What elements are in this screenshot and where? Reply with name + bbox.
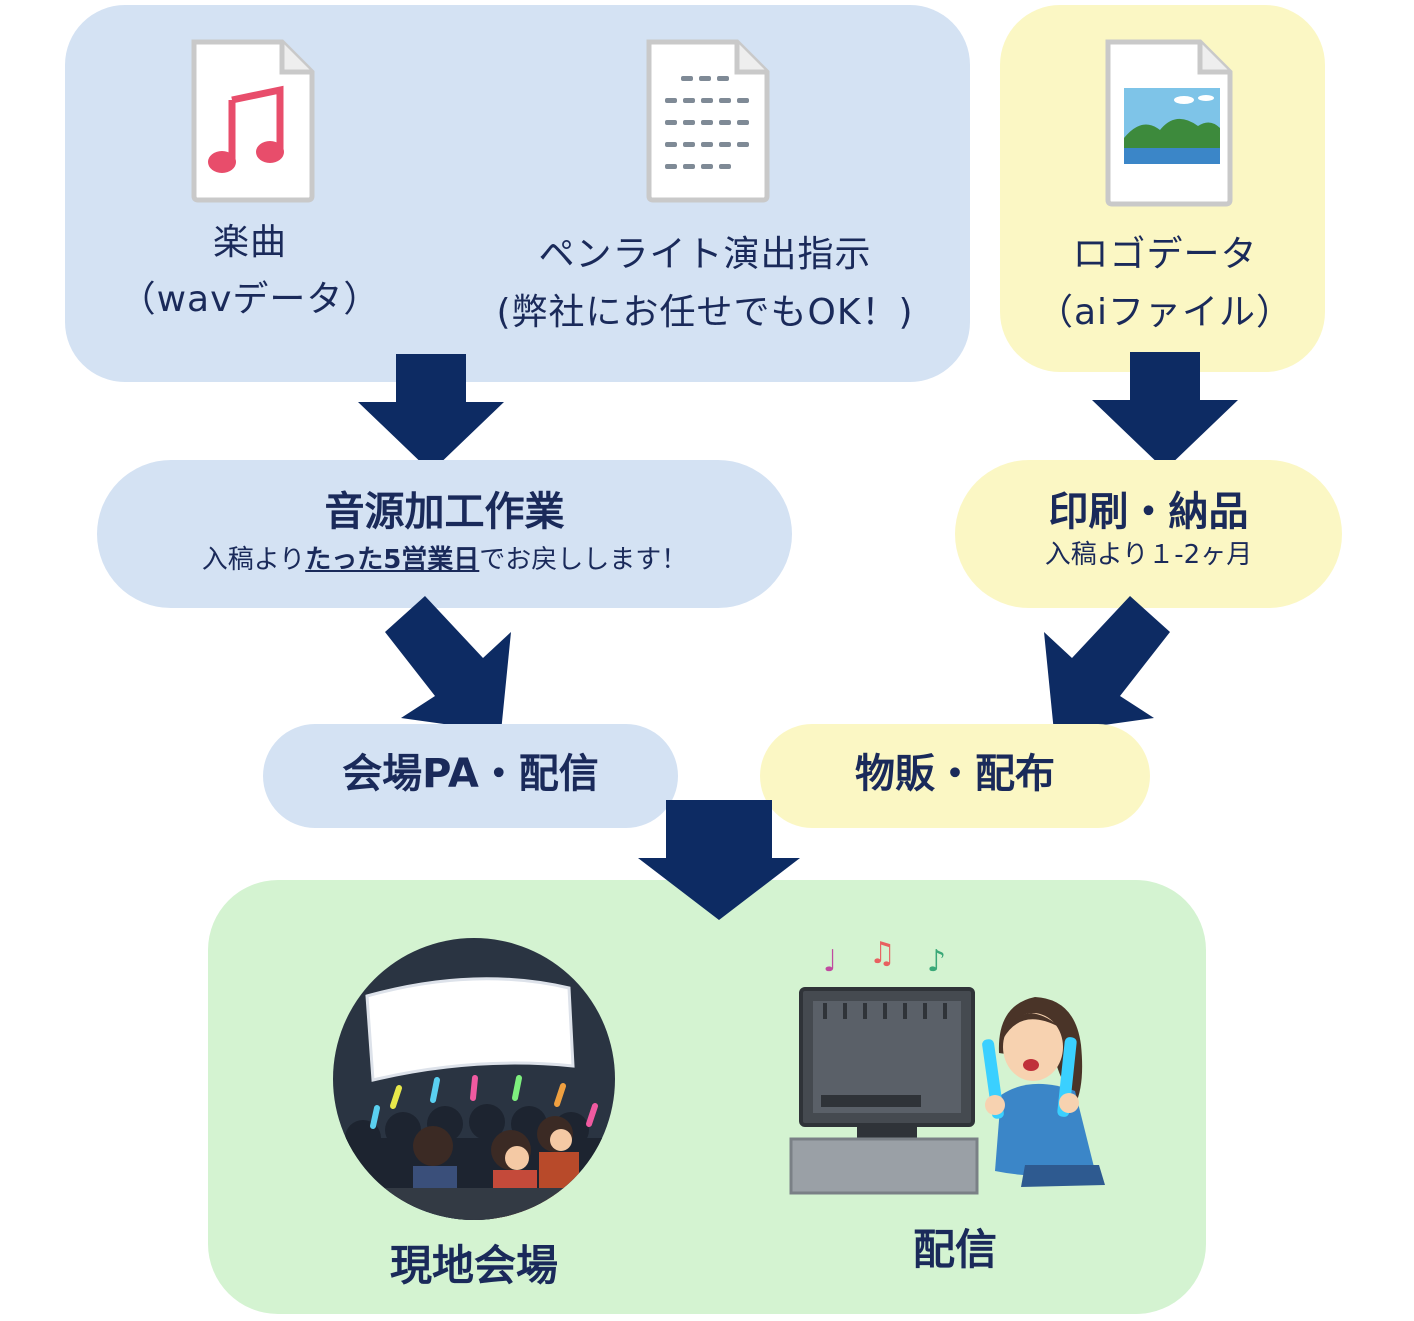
arrow-down-results xyxy=(638,800,800,920)
document-file-icon xyxy=(646,39,770,203)
arrow-down-audio xyxy=(358,354,504,472)
music-detail: （wavデータ） xyxy=(119,279,381,320)
pa-label: 会場PA・配信 xyxy=(342,751,599,797)
music-notes: ♩ ♫ ♪ xyxy=(823,936,946,979)
arrow-diag-audio xyxy=(385,596,511,732)
process-audio xyxy=(97,460,792,608)
output-merch xyxy=(760,724,1150,828)
audio-note-emphasis: たった5営業日 xyxy=(305,545,480,575)
output-pa xyxy=(263,724,678,828)
image-file-icon xyxy=(1105,39,1233,207)
print-process-note: 入稿より１-2ヶ月 xyxy=(1044,540,1253,570)
venue-label: 現地会場 xyxy=(389,1241,558,1290)
arrow-diag-print xyxy=(1044,596,1170,732)
music-title: 楽曲 xyxy=(212,222,287,263)
music-file-icon xyxy=(191,39,315,203)
audio-process-title: 音源加工作業 xyxy=(324,489,565,535)
stream-label: 配信 xyxy=(912,1225,997,1274)
concert-venue-icon xyxy=(333,938,615,1220)
logo-detail: （aiファイル） xyxy=(1036,292,1294,333)
audio-note-prefix: 入稿より xyxy=(201,545,306,575)
arrow-down-logo xyxy=(1092,352,1238,470)
audio-note-suffix: でお戻しします！ xyxy=(479,545,688,575)
streaming-viewer-icon: ♩ ♫ ♪ xyxy=(789,936,1105,1195)
audio-process-note: 入稿よりたった5営業日でお戻しします！ xyxy=(97,543,792,577)
print-process-title: 印刷・納品 xyxy=(1048,489,1249,535)
penlight-title: ペンライト演出指示 xyxy=(538,234,872,275)
svg-text:♪: ♪ xyxy=(927,944,946,979)
svg-text:♩: ♩ xyxy=(823,944,837,979)
logo-title: ロゴデータ xyxy=(1072,234,1258,275)
process-print xyxy=(955,460,1342,608)
svg-text:♫: ♫ xyxy=(869,936,896,971)
penlight-detail: (弊社にお任せでもOK！) xyxy=(496,292,914,333)
merch-label: 物販・配布 xyxy=(855,751,1055,797)
